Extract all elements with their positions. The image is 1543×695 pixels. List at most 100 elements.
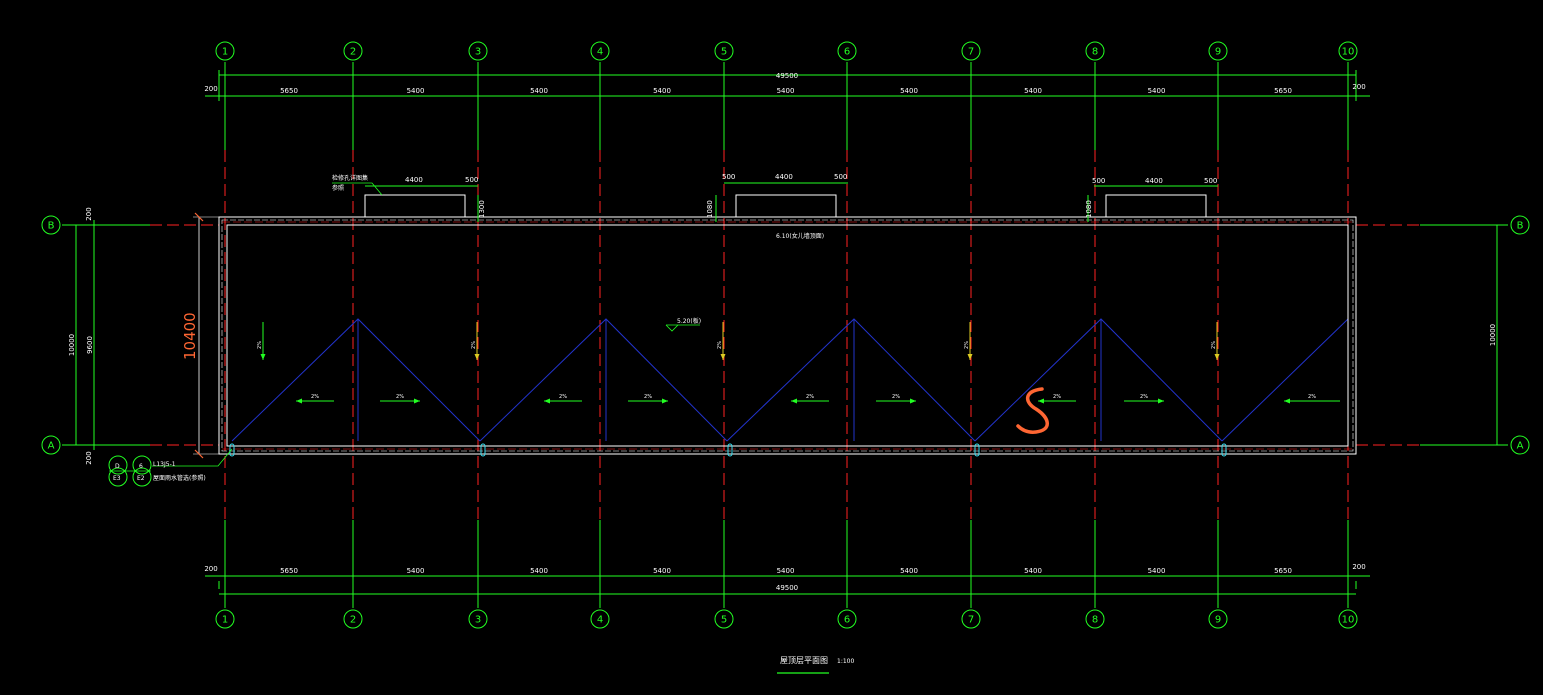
detail-ref-b: 6 — [139, 463, 143, 470]
span-dimension-bottom-6: 5400 — [900, 567, 918, 575]
axis-label-9: 9 — [1215, 615, 1221, 626]
hatch-width-2: 4400 — [775, 173, 793, 181]
axis-label-8: 8 — [1092, 615, 1098, 626]
gutter-slope-label-3: 2% — [717, 341, 723, 349]
detail-note-2: 屋面雨水管选(参照) — [153, 474, 206, 482]
span-dimension-bottom-2: 5400 — [407, 567, 425, 575]
drawing-title: 屋顶层平面图 — [780, 656, 828, 665]
edge-dimension-right-bottom: 200 — [1352, 563, 1365, 571]
slope-arrowhead-6 — [910, 398, 916, 404]
axis-bubble-8-bottom — [1085, 609, 1105, 629]
span-dimension-top-7: 5400 — [1024, 87, 1042, 95]
hatch-note: 检修孔详图集 参照 — [332, 174, 383, 196]
hatch-margin-2a: 500 — [722, 173, 735, 181]
hatch-note-line-2: 参照 — [332, 184, 344, 192]
hatch-note-line-1: 检修孔详图集 — [332, 174, 368, 182]
slope-level-marker: 5.20(板) — [665, 317, 701, 332]
gutter-arrowhead-3 — [720, 354, 726, 360]
axis-bubble-8-top — [1085, 41, 1105, 61]
ridge-triangle-4 — [974, 318, 1223, 442]
axis-bubble-10-top — [1338, 41, 1358, 61]
span-dimension-bottom-8: 5400 — [1148, 567, 1166, 575]
span-dimension-top-8: 5400 — [1148, 87, 1166, 95]
axis-lines — [62, 62, 1508, 608]
hatch-margin-3b: 500 — [1204, 177, 1217, 185]
left-edge-dimension-top: 200 — [85, 207, 93, 220]
slope-arrowhead-8 — [1158, 398, 1164, 404]
drawing-scale: 1:100 — [837, 658, 854, 665]
slope-label-4: 2% — [644, 394, 652, 400]
slope-label-9: 2% — [1308, 394, 1316, 400]
gutter-slope-label-5: 2% — [1211, 341, 1217, 349]
hatch-depth-1: 1300 — [478, 200, 486, 218]
span-dimension-top-4: 5400 — [653, 87, 671, 95]
slope-arrowhead-1 — [296, 398, 302, 404]
row-label-A: A — [48, 441, 55, 452]
row-bubble-A-left — [41, 435, 61, 455]
axis-bubble-2-bottom — [343, 609, 363, 629]
axis-label-4: 4 — [597, 615, 603, 626]
hatch-margin-1: 500 — [465, 176, 478, 184]
axis-label-1: 1 — [222, 47, 228, 58]
span-dimension-top-5: 5400 — [777, 87, 795, 95]
roof-level-label: 6.10(女儿墙顶面) — [776, 232, 824, 240]
right-total-dimension: 10000 — [1489, 324, 1497, 346]
row-label-A: A — [1517, 441, 1524, 452]
axis-bubble-6-top — [837, 41, 857, 61]
overall-dimension-top: 49500 — [776, 72, 798, 80]
axis-bubble-5-bottom — [714, 609, 734, 629]
axis-bubble-7-bottom — [961, 609, 981, 629]
axis-label-10: 10 — [1342, 47, 1355, 58]
axis-bubble-10-bottom — [1338, 609, 1358, 629]
span-dimension-top-9: 5650 — [1274, 87, 1292, 95]
axis-bubble-9-top — [1208, 41, 1228, 61]
detail-ref-d: E2 — [137, 475, 145, 482]
roof-drains — [229, 443, 1227, 457]
slope-arrowhead-5 — [791, 398, 797, 404]
span-dimension-top-2: 5400 — [407, 87, 425, 95]
gutter-slope-label-4: 2% — [964, 341, 970, 349]
slope-arrowhead-3 — [544, 398, 550, 404]
slope-label-5: 2% — [806, 394, 814, 400]
ridge-lines — [231, 318, 1349, 442]
axis-label-5: 5 — [721, 615, 727, 626]
slope-level-label: 5.20(板) — [677, 317, 701, 325]
slope-label-2: 2% — [396, 394, 404, 400]
axis-bubble-9-bottom — [1208, 609, 1228, 629]
slope-arrowhead-9 — [1284, 398, 1290, 404]
slope-label-8: 2% — [1140, 394, 1148, 400]
ridge-triangle-3 — [726, 318, 976, 442]
axis-label-6: 6 — [844, 615, 850, 626]
row-bubble-B-right — [1510, 215, 1530, 235]
handwritten-mark: S — [1016, 387, 1049, 434]
slope-arrowhead-2 — [414, 398, 420, 404]
axis-bubble-4-bottom — [590, 609, 610, 629]
dimension-lines — [75, 70, 1498, 595]
detail-ref-c: E3 — [113, 475, 121, 482]
span-dimension-bottom-3: 5400 — [530, 567, 548, 575]
ridge-triangle-1 — [231, 318, 481, 442]
row-label-B: B — [1517, 221, 1524, 232]
row-label-B: B — [48, 221, 55, 232]
axis-label-4: 4 — [597, 47, 603, 58]
slope-arrows: 2%2%2%2%2%2%2%2%2%2%2%2%2%2% — [257, 322, 1340, 404]
axis-label-1: 1 — [222, 615, 228, 626]
slope-arrowhead-7 — [1038, 398, 1044, 404]
hatch-margin-3a: 500 — [1092, 177, 1105, 185]
hatch-margin-2b: 500 — [834, 173, 847, 181]
span-dimension-bottom-4: 5400 — [653, 567, 671, 575]
hatch-depth-2: 1080 — [706, 200, 714, 218]
ridge-triangle-2 — [479, 318, 728, 442]
axis-bubble-6-bottom — [837, 609, 857, 629]
hatch-width-1: 4400 — [405, 176, 423, 184]
detail-ref-a: D — [115, 463, 120, 470]
slope-arrowhead-4 — [662, 398, 668, 404]
axis-label-9: 9 — [1215, 47, 1221, 58]
axis-label-7: 7 — [968, 47, 974, 58]
axis-bubble-4-top — [590, 41, 610, 61]
row-bubble-B-left — [41, 215, 61, 235]
dimension-labels: 49500 5650 5400 5400 5400 5400 5400 5400 5400 565… — [68, 72, 1497, 592]
roof-hatches — [364, 194, 1207, 217]
span-dimension-top-1: 5650 — [280, 87, 298, 95]
